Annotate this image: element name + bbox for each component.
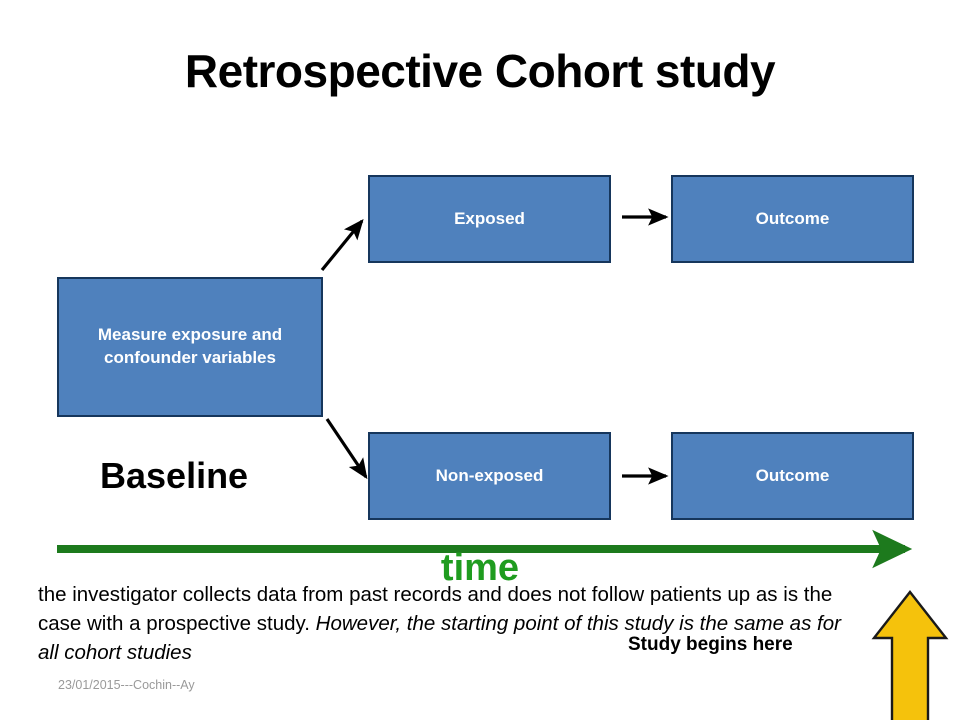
baseline-label: Baseline <box>100 455 249 496</box>
timeline-label: time <box>440 547 520 589</box>
study-start-pointer-arrow <box>871 590 949 720</box>
study-begins-here-label: Study begins here <box>628 634 793 655</box>
arrow-measure-to-exposed <box>320 219 364 272</box>
diagram-box-exposed[interactable]: Exposed <box>368 175 611 263</box>
description-line-2-italic: However, the starting point of this stud… <box>315 612 729 635</box>
arrow-measure-to-non-exposed <box>325 418 368 480</box>
page-title: Retrospective Cohort study <box>184 45 776 97</box>
description-line-3-italic: same as for all cohort studies <box>38 612 841 664</box>
diagram-box-non-exposed[interactable]: Non-exposed <box>368 432 611 520</box>
diagram-box-measure-exposure[interactable]: Measure exposure and confounder variable… <box>57 277 323 417</box>
description-line-2-plain: is the case with a prospective study. <box>38 583 833 635</box>
diagram-box-outcome-non-exposed[interactable]: Outcome <box>671 432 914 520</box>
diagram-box-outcome-exposed[interactable]: Outcome <box>671 175 914 263</box>
description-line-1: the investigator collects data from past… <box>38 583 778 606</box>
description-paragraph: the investigator collects data from past… <box>38 580 854 667</box>
footer-note: 23/01/2015---Cochin--Ay <box>58 678 195 692</box>
